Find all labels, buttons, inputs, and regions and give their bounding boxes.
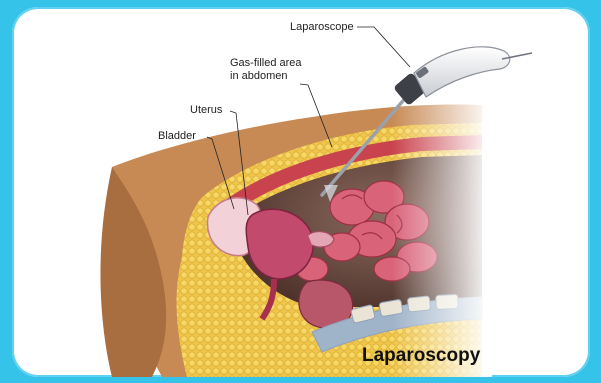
label-laparoscope: Laparoscope	[290, 21, 354, 34]
label-gas-filled-line1: Gas-filled area	[230, 57, 302, 70]
illustration-panel: Laparoscope Gas-filled area in abdomen U…	[12, 7, 590, 377]
label-uterus: Uterus	[190, 104, 222, 117]
label-gas-filled-line2: in abdomen	[230, 70, 288, 83]
label-bladder: Bladder	[158, 130, 196, 143]
diagram-title: Laparoscopy	[362, 345, 480, 367]
